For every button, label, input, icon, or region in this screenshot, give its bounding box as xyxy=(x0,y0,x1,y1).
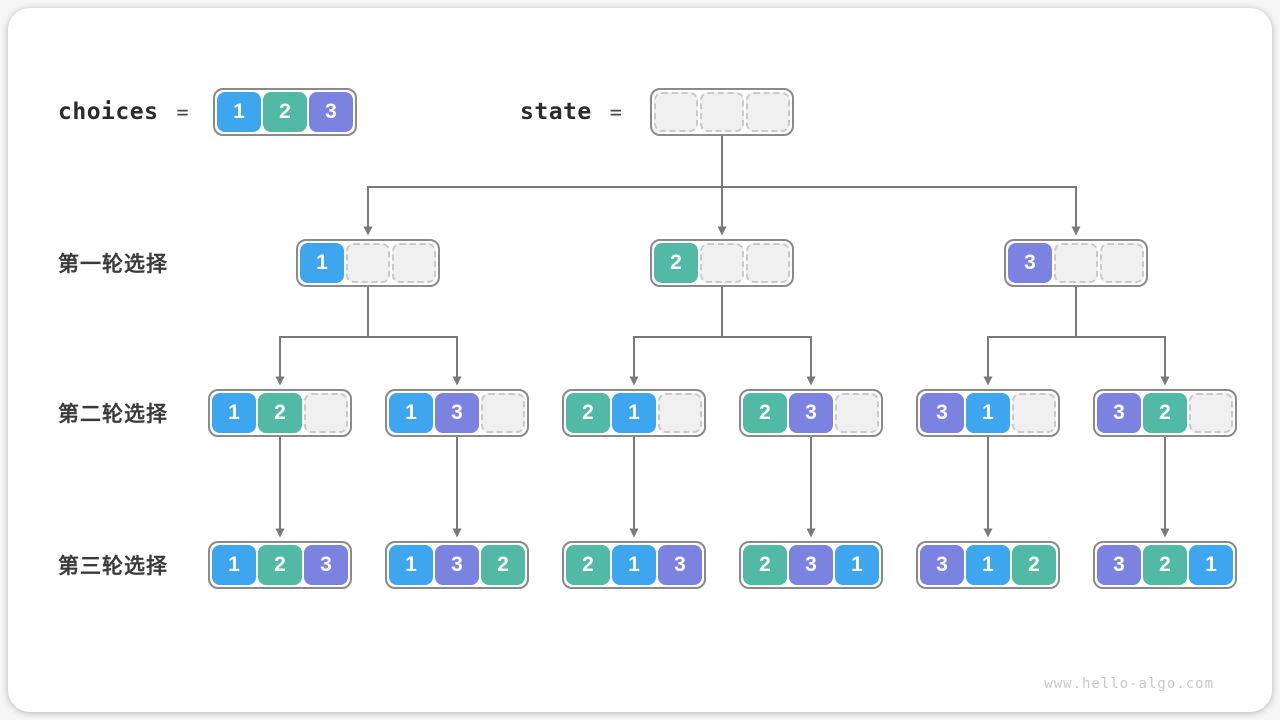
round-1-state-box: 1 xyxy=(296,239,440,287)
empty-cell xyxy=(1012,393,1056,433)
empty-cell xyxy=(746,92,790,132)
cell-value-1: 1 xyxy=(212,393,256,433)
watermark: www.hello-algo.com xyxy=(1044,676,1214,692)
cell-value-2: 2 xyxy=(1143,545,1187,585)
cell-value-1: 1 xyxy=(389,545,433,585)
cell-value-1: 1 xyxy=(835,545,879,585)
cell-value-2: 2 xyxy=(481,545,525,585)
round-2-label: 第二轮选择 xyxy=(58,403,168,426)
cell-value-3: 3 xyxy=(1097,545,1141,585)
cell-value-3: 3 xyxy=(920,545,964,585)
figure-card xyxy=(8,8,1272,712)
cell-value-1: 1 xyxy=(966,545,1010,585)
cell-value-3: 3 xyxy=(789,545,833,585)
cell-value-2: 2 xyxy=(654,243,698,283)
cell-value-2: 2 xyxy=(263,92,307,132)
cell-value-2: 2 xyxy=(1012,545,1056,585)
state-label: state = xyxy=(520,88,622,136)
empty-cell xyxy=(700,92,744,132)
cell-value-3: 3 xyxy=(1008,243,1052,283)
empty-cell xyxy=(392,243,436,283)
cell-value-1: 1 xyxy=(217,92,261,132)
cell-value-3: 3 xyxy=(789,393,833,433)
empty-cell xyxy=(835,393,879,433)
choices-equals-sign: = xyxy=(176,100,189,124)
empty-cell xyxy=(1100,243,1144,283)
cell-value-3: 3 xyxy=(435,545,479,585)
cell-value-3: 3 xyxy=(920,393,964,433)
round-1-state-box: 3 xyxy=(1004,239,1148,287)
state-label-text: state xyxy=(520,99,592,125)
empty-cell xyxy=(1189,393,1233,433)
choices-label-text: choices xyxy=(58,99,159,125)
cell-value-2: 2 xyxy=(258,545,302,585)
state-equals-sign: = xyxy=(609,100,623,124)
round-3-label: 第三轮选择 xyxy=(58,555,168,578)
empty-cell xyxy=(346,243,390,283)
cell-value-3: 3 xyxy=(309,92,353,132)
cell-value-3: 3 xyxy=(658,545,702,585)
cell-value-3: 3 xyxy=(435,393,479,433)
cell-value-1: 1 xyxy=(1189,545,1233,585)
empty-cell xyxy=(658,393,702,433)
empty-cell xyxy=(1054,243,1098,283)
state-box xyxy=(650,88,794,136)
empty-cell xyxy=(481,393,525,433)
cell-value-2: 2 xyxy=(1143,393,1187,433)
cell-value-2: 2 xyxy=(566,393,610,433)
cell-value-3: 3 xyxy=(304,545,348,585)
cell-value-3: 3 xyxy=(1097,393,1141,433)
empty-cell xyxy=(746,243,790,283)
cell-value-1: 1 xyxy=(212,545,256,585)
empty-cell xyxy=(654,92,698,132)
round-1-state-box: 2 xyxy=(650,239,794,287)
cell-value-1: 1 xyxy=(300,243,344,283)
cell-value-2: 2 xyxy=(258,393,302,433)
empty-cell xyxy=(304,393,348,433)
cell-value-2: 2 xyxy=(743,545,787,585)
cell-value-2: 2 xyxy=(743,393,787,433)
cell-value-1: 1 xyxy=(966,393,1010,433)
round-1-label: 第一轮选择 xyxy=(58,253,168,276)
cell-value-1: 1 xyxy=(612,393,656,433)
empty-cell xyxy=(700,243,744,283)
cell-value-1: 1 xyxy=(389,393,433,433)
choices-label: choices = xyxy=(58,88,189,136)
cell-value-1: 1 xyxy=(612,545,656,585)
cell-value-2: 2 xyxy=(566,545,610,585)
